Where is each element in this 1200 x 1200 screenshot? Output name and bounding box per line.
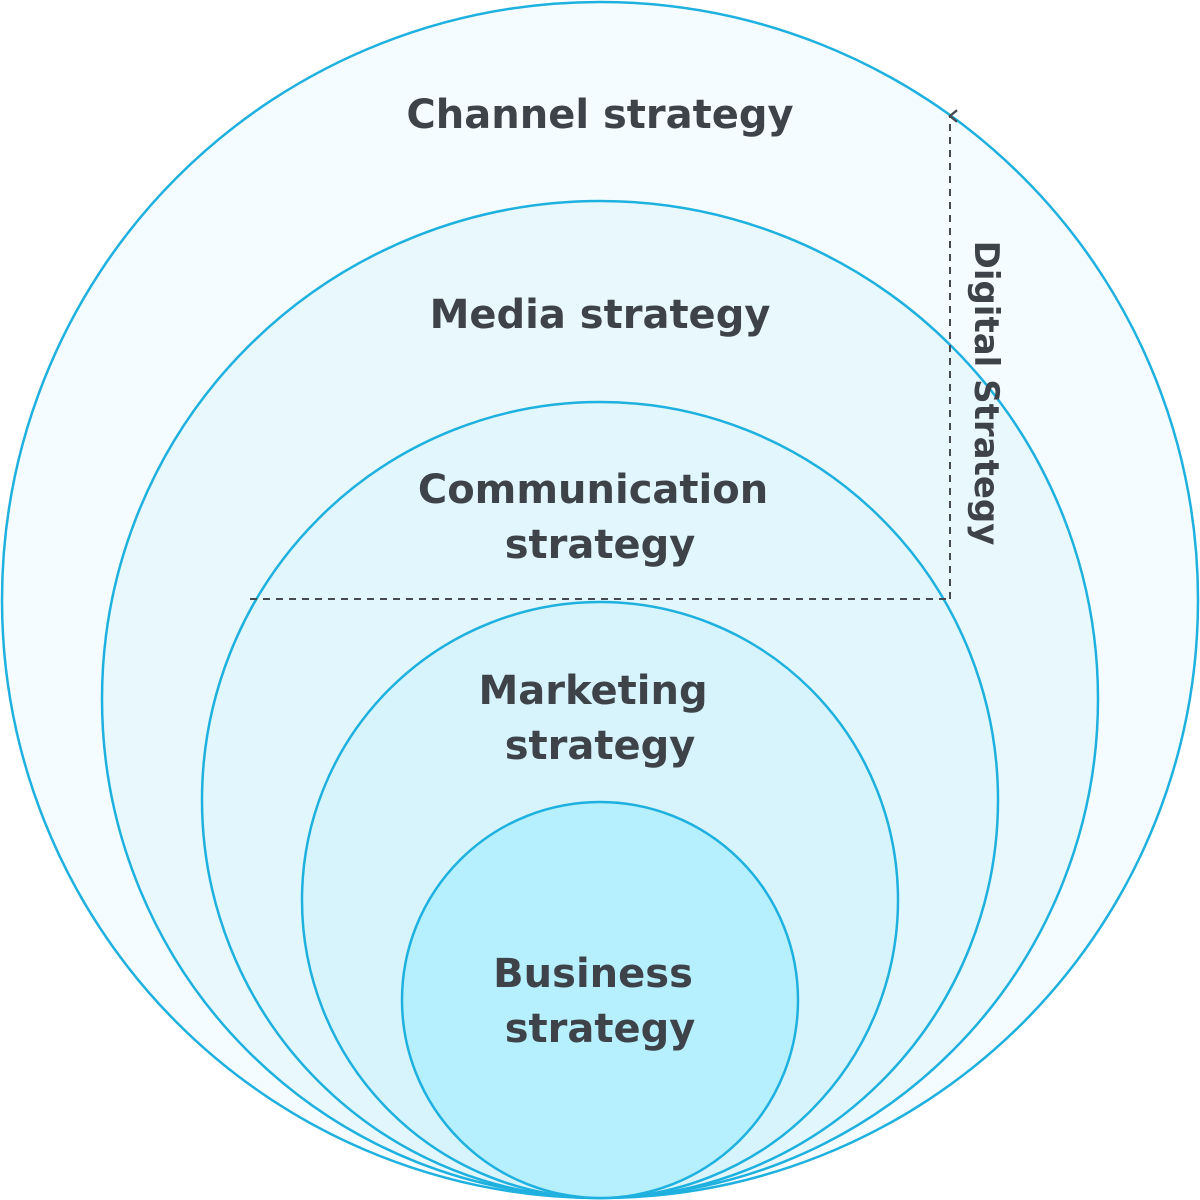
label-marketing-strategy: Marketing strategy [478,668,721,769]
label-communication-strategy: Communication strategy [418,467,782,568]
ring-business-strategy [400,800,800,1200]
digital-strategy-label: Digital Strategy [966,241,1006,546]
label-business-strategy: Business strategy [493,951,707,1052]
label-media-strategy: Media strategy [430,292,771,338]
label-channel-strategy: Channel strategy [406,92,793,138]
